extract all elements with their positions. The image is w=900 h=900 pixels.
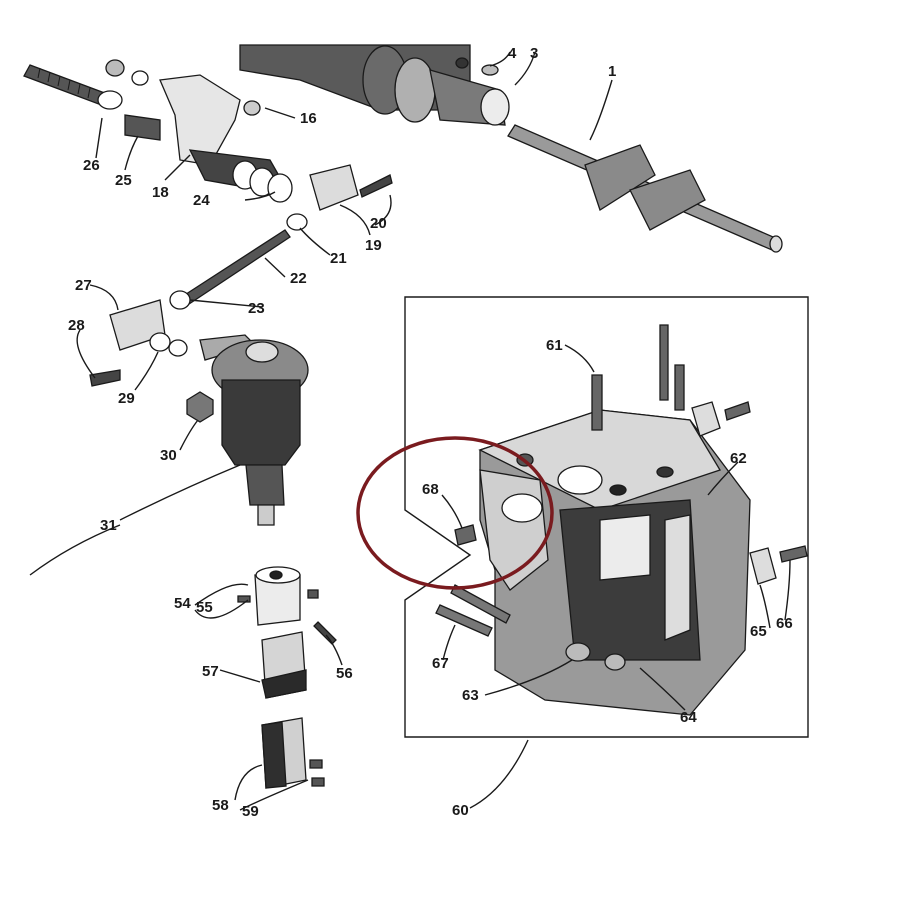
label-28: 28 (68, 317, 85, 334)
label-68: 68 (422, 481, 439, 498)
part-31-governor (199, 334, 309, 526)
label-24: 24 (193, 192, 210, 209)
label-16: 16 (300, 110, 317, 127)
label-66: 66 (776, 615, 793, 632)
part-30-nut (186, 391, 214, 423)
part-22-rod (169, 229, 291, 310)
callout-labels: 1 3 4 16 18 19 20 21 22 23 24 25 26 27 2… (68, 45, 793, 820)
label-22: 22 (290, 270, 307, 287)
part-3-4-bearing-housing (239, 44, 510, 126)
label-58: 58 (212, 797, 229, 814)
part-1-shaft (507, 124, 783, 253)
highlight-circle (356, 436, 554, 590)
part-58-59-block (261, 717, 325, 789)
part-19-20-21-clamp (286, 164, 393, 231)
label-65: 65 (750, 623, 767, 640)
label-21: 21 (330, 250, 347, 267)
label-20: 20 (370, 215, 387, 232)
upper-left-linkage (23, 59, 293, 203)
label-29: 29 (118, 390, 135, 407)
label-23: 23 (248, 300, 265, 317)
part-57-block (261, 631, 307, 699)
label-57: 57 (202, 663, 219, 680)
part-27-29-clamp (89, 299, 188, 387)
label-27: 27 (75, 277, 92, 294)
part-68-stud (454, 524, 477, 546)
label-30: 30 (160, 447, 177, 464)
label-60: 60 (452, 802, 469, 819)
part-65-66-nut-screw (691, 401, 808, 585)
part-54-55-coupling (237, 566, 337, 645)
label-25: 25 (115, 172, 132, 189)
label-61: 61 (546, 337, 563, 354)
label-4: 4 (508, 45, 517, 62)
inset-frame (404, 296, 809, 738)
label-18: 18 (152, 184, 169, 201)
label-26: 26 (83, 157, 100, 174)
label-64: 64 (680, 709, 697, 726)
label-67: 67 (432, 655, 449, 672)
label-3: 3 (530, 45, 538, 62)
part-67-studs (435, 584, 511, 637)
leader-lines (29, 51, 791, 811)
part-61-bolts (591, 324, 685, 431)
label-31: 31 (100, 517, 117, 534)
label-59: 59 (242, 803, 259, 820)
label-55: 55 (196, 599, 213, 616)
label-63: 63 (462, 687, 479, 704)
label-54: 54 (174, 595, 191, 612)
label-62: 62 (730, 450, 747, 467)
label-19: 19 (365, 237, 382, 254)
label-1: 1 (608, 63, 616, 80)
label-56: 56 (336, 665, 353, 682)
